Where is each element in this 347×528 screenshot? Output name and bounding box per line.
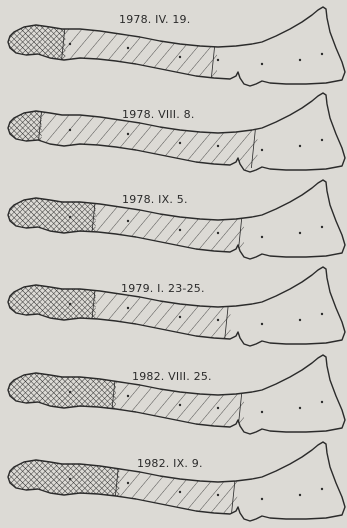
date-label: 1979. I. 23-25. <box>121 282 205 295</box>
station-dot <box>321 488 323 490</box>
station-dot <box>261 411 263 413</box>
station-dot <box>69 216 71 218</box>
station-dot <box>321 313 323 315</box>
station-dot <box>217 145 219 147</box>
hatched-zone <box>119 437 237 525</box>
station-dot <box>179 404 181 406</box>
hatched-zone <box>96 175 244 263</box>
station-dot <box>127 220 129 222</box>
map-panel-1978-viii-8: 1978. VIII. 8. <box>0 88 347 176</box>
crosshatch-zone <box>3 2 65 90</box>
station-dot <box>69 391 71 393</box>
crosshatch-zone <box>3 262 96 350</box>
station-dot <box>69 478 71 480</box>
station-dot <box>217 319 219 321</box>
station-dot <box>179 316 181 318</box>
station-dot <box>217 494 219 496</box>
station-dot <box>127 133 129 135</box>
date-label: 1978. VIII. 8. <box>122 108 195 121</box>
station-dot <box>261 498 263 500</box>
crosshatch-zone <box>3 175 96 263</box>
station-dot <box>69 129 71 131</box>
station-dot <box>321 139 323 141</box>
lake-map <box>0 88 347 176</box>
station-dot <box>127 307 129 309</box>
station-dot <box>179 56 181 58</box>
date-label: 1978. IV. 19. <box>119 13 190 26</box>
station-dot <box>179 491 181 493</box>
lake-map <box>0 437 347 525</box>
station-dot <box>217 407 219 409</box>
map-panel-1978-ix-5: 1978. IX. 5. <box>0 175 347 263</box>
station-dot <box>261 63 263 65</box>
crosshatch-zone <box>3 437 119 525</box>
station-dot <box>127 482 129 484</box>
map-panel-1982-ix-9: 1982. IX. 9. <box>0 437 347 525</box>
lake-map <box>0 350 347 438</box>
station-dot <box>261 323 263 325</box>
station-dot <box>127 47 129 49</box>
lake-map <box>0 175 347 263</box>
station-dot <box>299 319 301 321</box>
map-panel-1979-i-23-25: 1979. I. 23-25. <box>0 262 347 350</box>
map-panel-1982-viii-25: 1982. VIII. 25. <box>0 350 347 438</box>
date-label: 1978. IX. 5. <box>122 193 188 206</box>
station-dot <box>69 43 71 45</box>
station-dot <box>321 401 323 403</box>
date-label: 1982. VIII. 25. <box>132 370 212 383</box>
station-dot <box>69 303 71 305</box>
station-dot <box>179 142 181 144</box>
map-panel-1978-iv-19: 1978. IV. 19. <box>0 2 347 90</box>
station-dot <box>299 59 301 61</box>
date-label: 1982. IX. 9. <box>137 457 203 470</box>
station-dot <box>299 494 301 496</box>
station-dot <box>299 407 301 409</box>
lake-map <box>0 262 347 350</box>
station-dot <box>261 149 263 151</box>
station-dot <box>261 236 263 238</box>
station-dot <box>321 53 323 55</box>
station-dot <box>127 395 129 397</box>
station-dot <box>321 226 323 228</box>
station-dot <box>179 229 181 231</box>
station-dot <box>217 232 219 234</box>
station-dot <box>299 232 301 234</box>
crosshatch-zone <box>3 350 116 438</box>
station-dot <box>217 59 219 61</box>
station-dot <box>299 145 301 147</box>
